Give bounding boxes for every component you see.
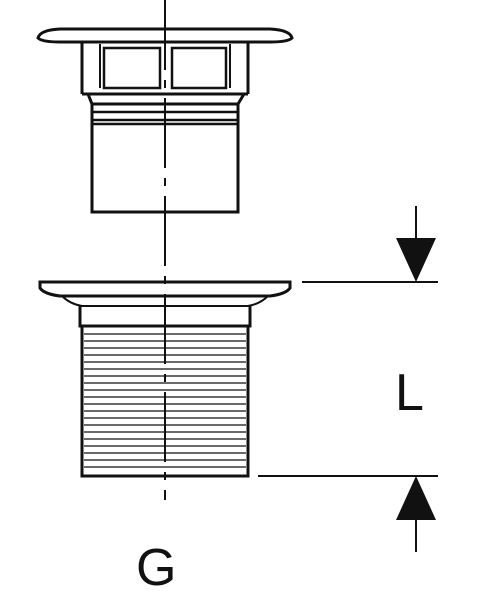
dimension-label: L [395,364,424,422]
arrow-up-icon [396,476,436,520]
arrow-down-icon [396,238,436,282]
dimension-l [258,206,438,552]
thread-label: G [136,539,176,597]
